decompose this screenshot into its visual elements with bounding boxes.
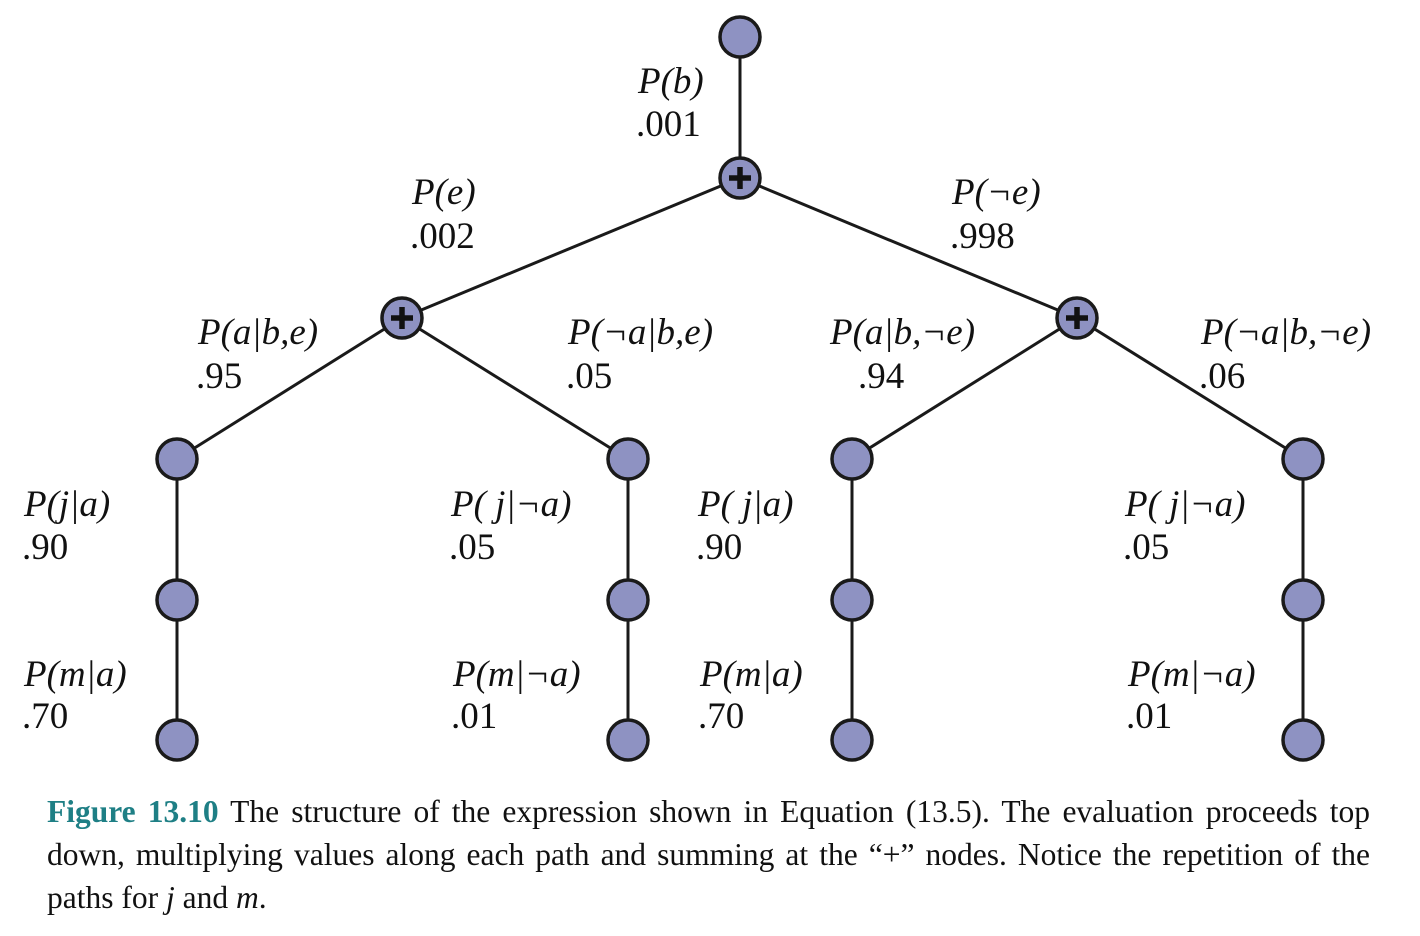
label-path1-j: P(j|a): [23, 484, 110, 525]
node-path4-a: [1281, 437, 1325, 481]
label-p-not-a-given-b-not-e: P(¬a|b,¬e): [1200, 312, 1371, 353]
sum-node-not-e: [1055, 296, 1099, 340]
value-path4-m: .01: [1126, 696, 1172, 737]
label-p-a-given-b-not-e: P(a|b,¬e): [829, 312, 975, 353]
value-p-b: .001: [636, 104, 701, 145]
figure-number: Figure 13.10: [47, 794, 219, 829]
value-p-a-given-b-not-e: .94: [858, 356, 904, 397]
expression-tree-diagram: P(b) .001 P(e) .002 P(¬e) .998 P(a|b,e) …: [22, 15, 1371, 762]
node-path2-leaf: [606, 718, 650, 762]
node-path3-a: [830, 437, 874, 481]
value-p-not-e: .998: [950, 216, 1015, 257]
label-p-b: P(b): [637, 61, 704, 102]
value-p-not-a-given-b-not-e: .06: [1199, 356, 1245, 397]
root-node: [718, 15, 762, 59]
node-path4-j: [1281, 578, 1325, 622]
figure-caption: Figure 13.10 The structure of the expres…: [47, 790, 1370, 919]
value-path2-m: .01: [451, 696, 497, 737]
label-path3-m: P(m|a): [699, 654, 803, 695]
tree-edges: [175, 37, 1305, 740]
value-path4-j: .05: [1123, 527, 1169, 568]
value-path1-j: .90: [22, 527, 68, 568]
label-path4-m: P(m|¬a): [1127, 654, 1256, 695]
node-path4-leaf: [1281, 718, 1325, 762]
node-path1-leaf: [155, 718, 199, 762]
value-p-e: .002: [410, 216, 475, 257]
edge-b-sum-to-e-sum: [401, 176, 741, 320]
value-p-not-a-given-b-e: .05: [566, 356, 612, 397]
node-path3-j: [830, 578, 874, 622]
label-path2-m: P(m|¬a): [452, 654, 581, 695]
value-path1-m: .70: [22, 696, 68, 737]
label-path4-j: P( j|¬a): [1124, 484, 1245, 525]
edge-e-sum-to-not-a: [401, 316, 629, 461]
edge-b-sum-to-not-e-sum: [739, 176, 1078, 320]
label-p-e: P(e): [411, 172, 476, 213]
caption-var-j: j: [165, 880, 175, 915]
value-path3-j: .90: [696, 527, 742, 568]
value-p-a-given-b-e: .95: [196, 356, 242, 397]
node-path1-a: [155, 437, 199, 481]
node-path3-leaf: [830, 718, 874, 762]
label-p-not-a-given-b-e: P(¬a|b,e): [567, 312, 713, 353]
caption-text-3: .: [258, 880, 267, 915]
edge-labels: P(b) .001 P(e) .002 P(¬e) .998 P(a|b,e) …: [22, 61, 1371, 737]
node-path1-j: [155, 578, 199, 622]
node-path2-j: [606, 578, 650, 622]
sum-node-e: [380, 296, 424, 340]
caption-var-m: m: [235, 880, 259, 915]
label-p-not-e: P(¬e): [951, 172, 1041, 213]
label-p-a-given-b-e: P(a|b,e): [197, 312, 318, 353]
value-path3-m: .70: [698, 696, 744, 737]
label-path1-m: P(m|a): [23, 654, 127, 695]
caption-text-2: and: [174, 880, 236, 915]
edge-not-e-sum-to-not-a: [1076, 316, 1304, 461]
sum-node-b: [718, 156, 762, 200]
node-path2-a: [606, 437, 650, 481]
label-path2-j: P( j|¬a): [450, 484, 571, 525]
edge-e-sum-to-a: [176, 316, 403, 461]
edge-not-e-sum-to-a: [851, 316, 1078, 461]
caption-text-1: The structure of the expression shown in…: [47, 794, 1371, 915]
label-path3-j: P( j|a): [697, 484, 793, 525]
value-path2-j: .05: [449, 527, 495, 568]
tree-nodes: [155, 15, 1325, 762]
